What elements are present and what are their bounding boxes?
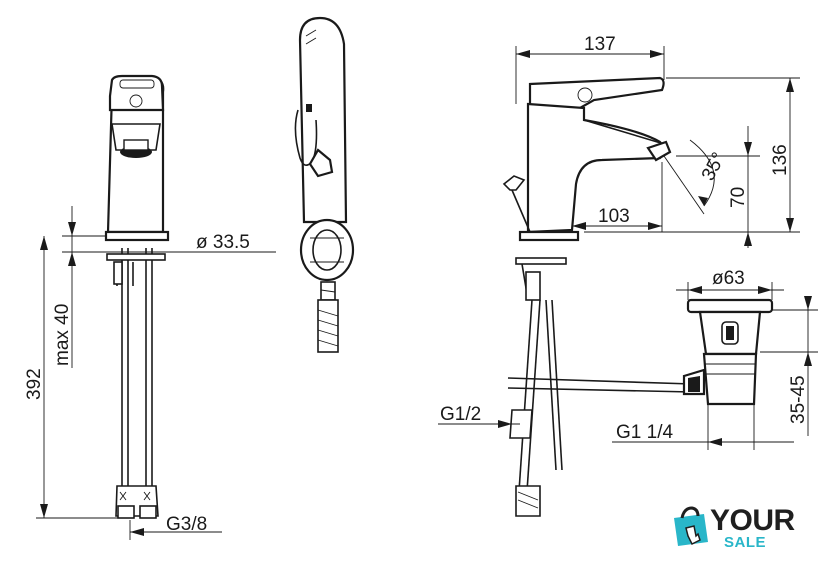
dim-pullrod-thread: G1/2 xyxy=(440,404,481,425)
logo-word-bottom: SALE xyxy=(724,534,767,551)
dim-max-depth: max 40 xyxy=(52,304,73,366)
front-view-faucet xyxy=(104,74,170,519)
profile-view-faucet xyxy=(502,76,693,517)
dim-spout-reach: 103 xyxy=(598,206,630,227)
dim-projection: 137 xyxy=(584,34,616,55)
front-view-dimensions xyxy=(36,206,276,540)
dim-height-total: 136 xyxy=(770,144,791,176)
dim-waste-thread: G1 1/4 xyxy=(616,422,673,443)
dim-hose-thread: G3/8 xyxy=(166,514,207,535)
side-view-faucet xyxy=(294,16,355,353)
dim-lever-angle: 35° xyxy=(698,149,730,184)
dim-total-height: 392 xyxy=(24,368,45,400)
waste-valve xyxy=(682,298,774,406)
dim-spout-height: 70 xyxy=(728,187,749,208)
dim-waste-diameter: ø63 xyxy=(712,268,745,289)
dim-waste-range: 35-45 xyxy=(788,375,809,424)
logo-word-top: YOUR xyxy=(710,504,795,537)
dim-diameter-outlet: ø 33.5 xyxy=(196,232,250,253)
brand-logo: YOUR SALE xyxy=(668,506,800,552)
shopping-bag-icon xyxy=(674,506,708,546)
profile-dimensions xyxy=(438,46,818,450)
